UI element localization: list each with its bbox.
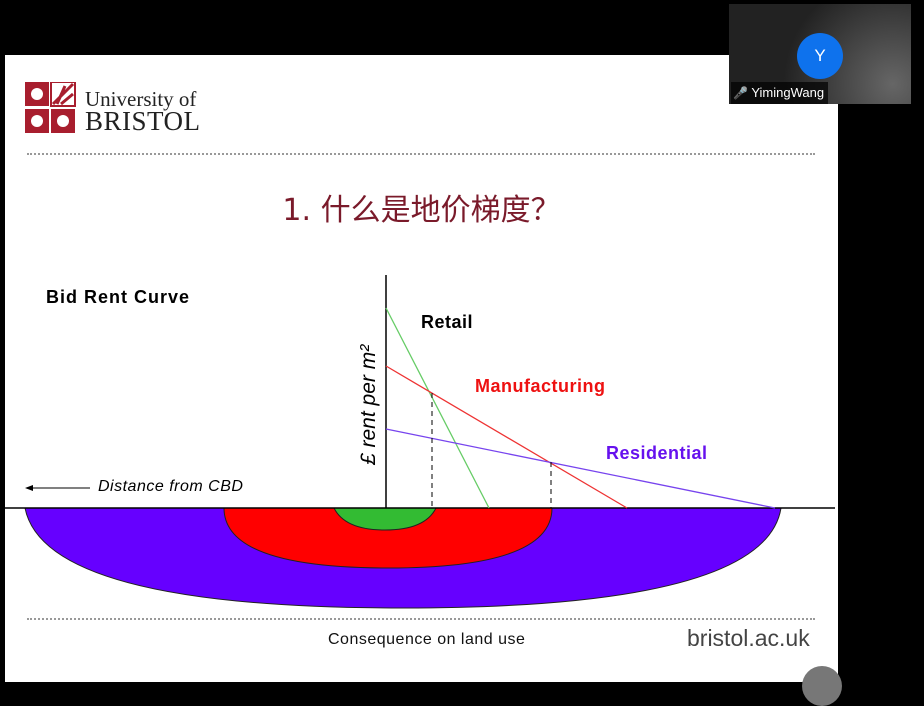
bid-rent-diagram (5, 275, 835, 609)
chart-title: Bid Rent Curve (46, 287, 191, 307)
university-name: University of BRISTOL (85, 87, 201, 136)
slide-url: bristol.ac.uk (687, 625, 810, 651)
manufacturing-line (385, 365, 628, 509)
participant-name-tag: 🎤 YimingWang (731, 82, 829, 104)
slide-title: 1. 什么是地价梯度？ (282, 193, 561, 228)
microphone-icon: 🎤 (733, 86, 748, 100)
residential-label: Residential (606, 443, 708, 463)
footer-divider (27, 618, 815, 620)
logo-line2: BRISTOL (85, 106, 201, 136)
retail-line (385, 307, 490, 509)
avatar: Y (797, 33, 843, 79)
arrow-head-icon (25, 485, 33, 491)
x-axis-label: Distance from CBD (98, 478, 244, 495)
logo-line1: University of (85, 87, 197, 111)
participant-name: YimingWang (751, 85, 825, 100)
manufacturing-label: Manufacturing (475, 376, 606, 396)
manufacturing-zone (223, 507, 553, 569)
slide-footer-text: Consequence on land use (328, 631, 526, 648)
university-crest-logo (25, 82, 76, 133)
participant-video-tile[interactable]: Y 🎤 YimingWang (729, 4, 911, 104)
residential-line (385, 428, 776, 509)
retail-label: Retail (421, 312, 474, 332)
retail-zone (333, 507, 437, 531)
presentation-slide: University of BRISTOL 1. 什么是地价梯度？ Bid Re… (5, 55, 838, 682)
y-axis-label: £ rent per m² (357, 344, 380, 465)
annotation-tool-button[interactable] (802, 666, 842, 706)
header-divider (27, 153, 815, 155)
